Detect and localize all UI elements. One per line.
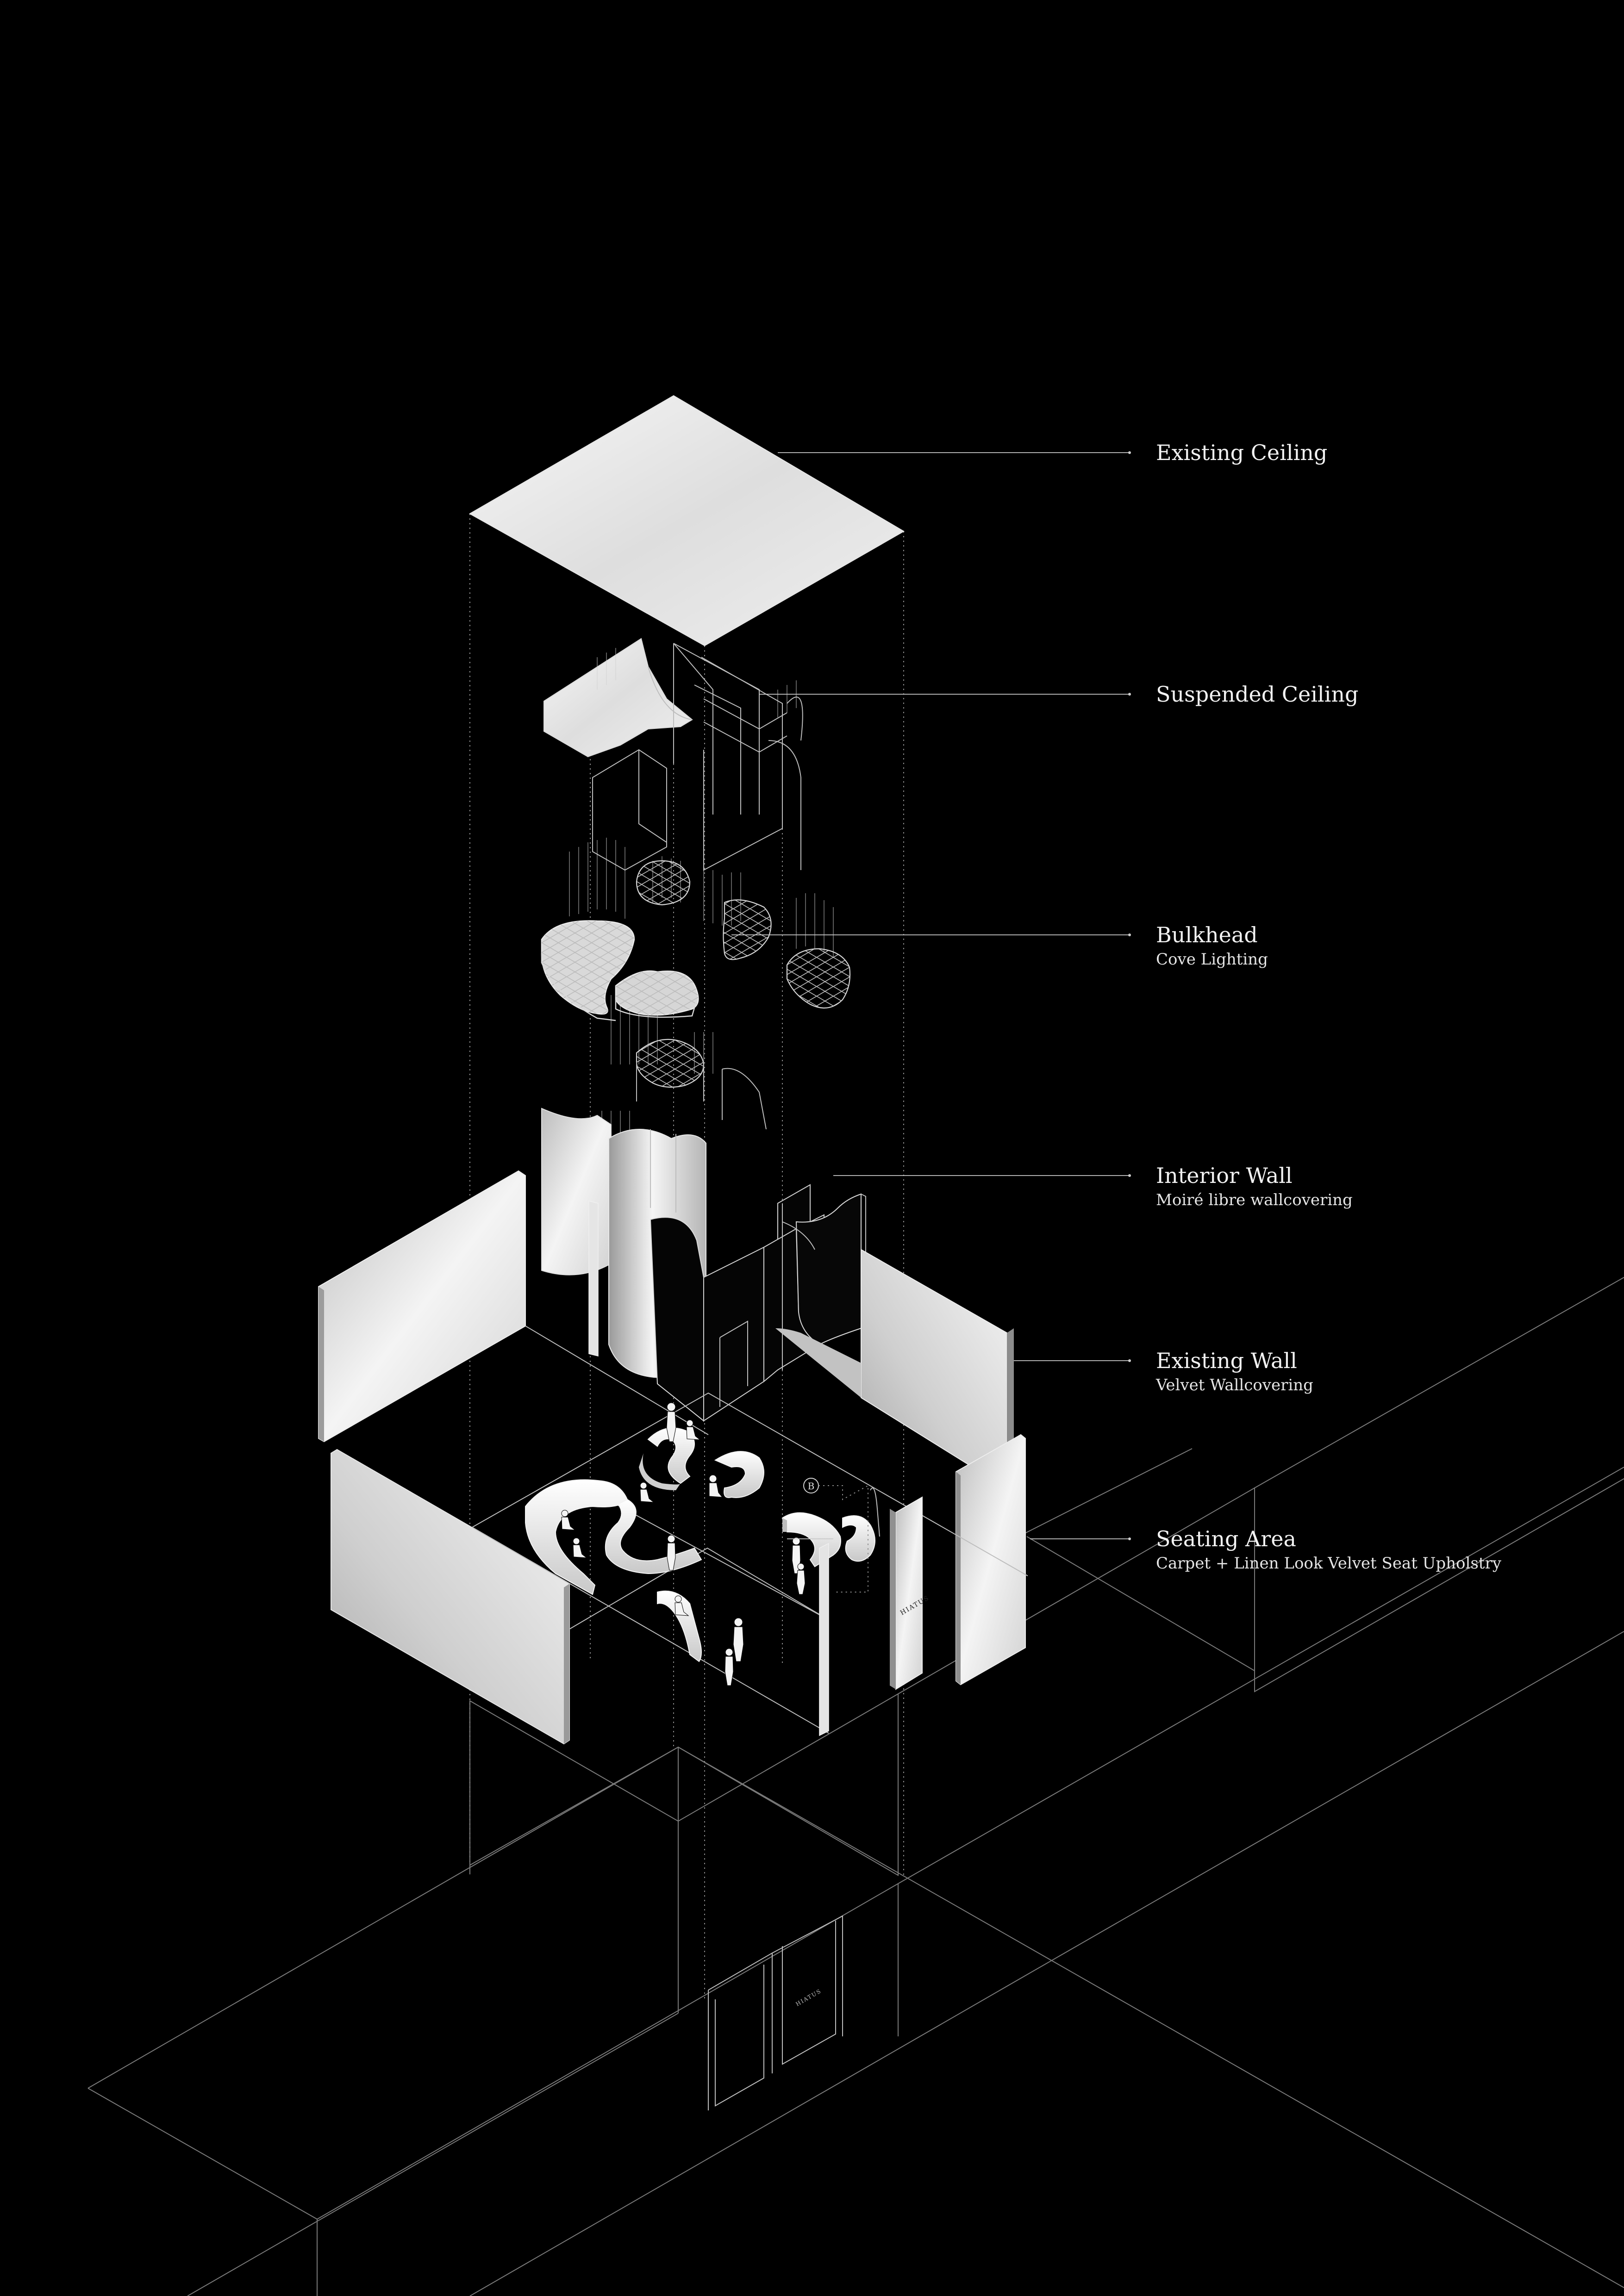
bulkhead — [541, 838, 851, 1203]
site-context — [87, 1277, 1624, 2296]
svg-text:HIATUS: HIATUS — [795, 1988, 823, 2008]
label-interior-wall-sub: Moiré libre wallcovering — [1156, 1191, 1353, 1209]
label-existing-wall-sub: Velvet Wallcovering — [1156, 1376, 1313, 1394]
callout-lines — [731, 451, 1131, 1540]
plan-marker: B — [803, 1478, 868, 1593]
existing-walls — [318, 1170, 1028, 1745]
street-outline — [87, 1746, 1624, 2288]
label-existing-wall: Existing Wall — [1156, 1348, 1297, 1373]
label-bulkhead-sub: Cove Lighting — [1156, 950, 1268, 969]
people — [561, 1402, 806, 1686]
storefront: HIATUS — [708, 1915, 843, 2110]
label-seating-area: Seating Area — [1156, 1526, 1296, 1551]
interior-walls — [541, 1108, 866, 1422]
label-suspended-ceiling: Suspended Ceiling — [1156, 682, 1358, 707]
label-existing-ceiling: Existing Ceiling — [1156, 440, 1327, 465]
label-interior-wall: Interior Wall — [1156, 1163, 1293, 1188]
seating-area: HIATUS B — [525, 1402, 931, 1736]
label-bulkhead: Bulkhead — [1156, 922, 1258, 947]
suspended-ceiling — [543, 638, 803, 871]
existing-ceiling — [468, 395, 905, 647]
label-seating-area-sub: Carpet + Linen Look Velvet Seat Upholstr… — [1156, 1554, 1502, 1573]
svg-text:B: B — [808, 1481, 815, 1492]
labels: Existing Ceiling Suspended Ceiling Bulkh… — [1156, 440, 1502, 1573]
